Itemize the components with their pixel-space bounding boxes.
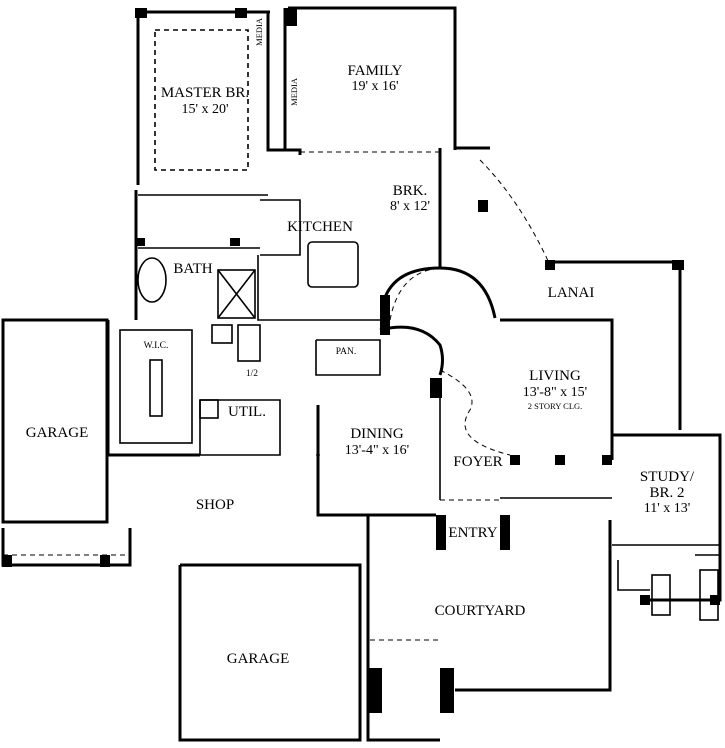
media-label-b: MEDIA: [289, 78, 299, 106]
foyer-label: FOYER: [453, 454, 503, 470]
half-bath-label: 1/2: [245, 369, 259, 379]
dining-dim: 13'-4" x 16': [344, 443, 410, 458]
garage-left-label: GARAGE: [25, 425, 89, 441]
interior-walls: [119, 29, 720, 621]
lanai-label: LANAI: [547, 285, 595, 301]
media-label-a: MEDIA: [254, 18, 264, 46]
shop-label: SHOP: [195, 497, 235, 513]
pantry-label: PAN.: [335, 347, 357, 357]
master-bedroom-dim: 15' x 20': [181, 102, 229, 117]
master-bedroom-label: MASTER BR.: [160, 85, 250, 101]
brk-label: BRK.: [392, 183, 428, 199]
living-note: 2 STORY CLG.: [527, 401, 583, 411]
garage-bottom-label: GARAGE: [226, 651, 290, 667]
study-label-2: BR. 2: [649, 485, 685, 501]
family-label: FAMILY: [347, 63, 403, 79]
living-dim: 13'-8" x 15': [522, 385, 588, 400]
entry-label: ENTRY: [448, 525, 498, 541]
bath-label: BATH: [173, 261, 213, 277]
family-dim: 19' x 16': [351, 79, 399, 94]
brk-dim: 8' x 12': [389, 199, 431, 214]
courtyard-label: COURTYARD: [434, 603, 526, 619]
dining-label: DINING: [350, 426, 404, 442]
living-label: LIVING: [529, 368, 581, 384]
study-dim: 11' x 13': [643, 501, 691, 516]
kitchen-label: KITCHEN: [287, 219, 353, 235]
study-label: STUDY/: [639, 469, 695, 485]
utility-label: UTIL.: [228, 404, 266, 420]
curved-walls: [379, 266, 497, 376]
dashed-boundaries: [3, 151, 551, 641]
wall-columns: [2, 8, 720, 713]
wic-label: W.I.C.: [143, 341, 169, 351]
exterior-walls: [1, 6, 722, 742]
